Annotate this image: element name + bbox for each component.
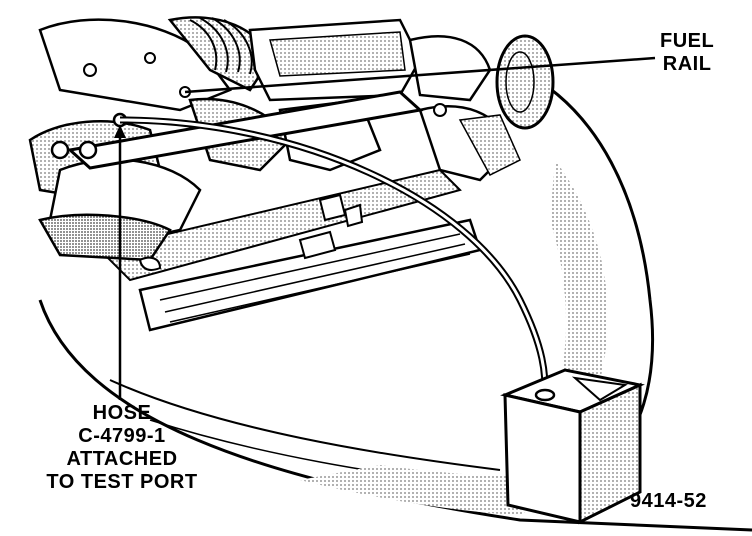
hose-label-line-4: TO TEST PORT (46, 471, 198, 493)
coil-spring (189, 17, 253, 75)
hose-label-line-3: ATTACHED (66, 448, 178, 470)
engine-block (28, 16, 521, 262)
fuel-rail-label: FUEL RAIL (660, 30, 714, 76)
headlight (495, 34, 555, 130)
brackets (83, 52, 447, 271)
fuel-rail-label-line-1: FUEL (660, 30, 715, 52)
fuel-container (500, 368, 645, 525)
fuel-rail-label-line-2: RAIL (662, 53, 712, 75)
figure-number: 9414-52 (630, 490, 707, 512)
hose-leader-arrowhead (114, 125, 126, 138)
test-hose-inner (119, 118, 547, 393)
hose-label-line-2: C-4799-1 (78, 425, 166, 447)
hose-label-line-1: HOSE (92, 402, 152, 424)
hose-label: HOSE C-4799-1 ATTACHED TO TEST PORT (22, 402, 222, 494)
fuel-rail-leader (184, 56, 656, 94)
